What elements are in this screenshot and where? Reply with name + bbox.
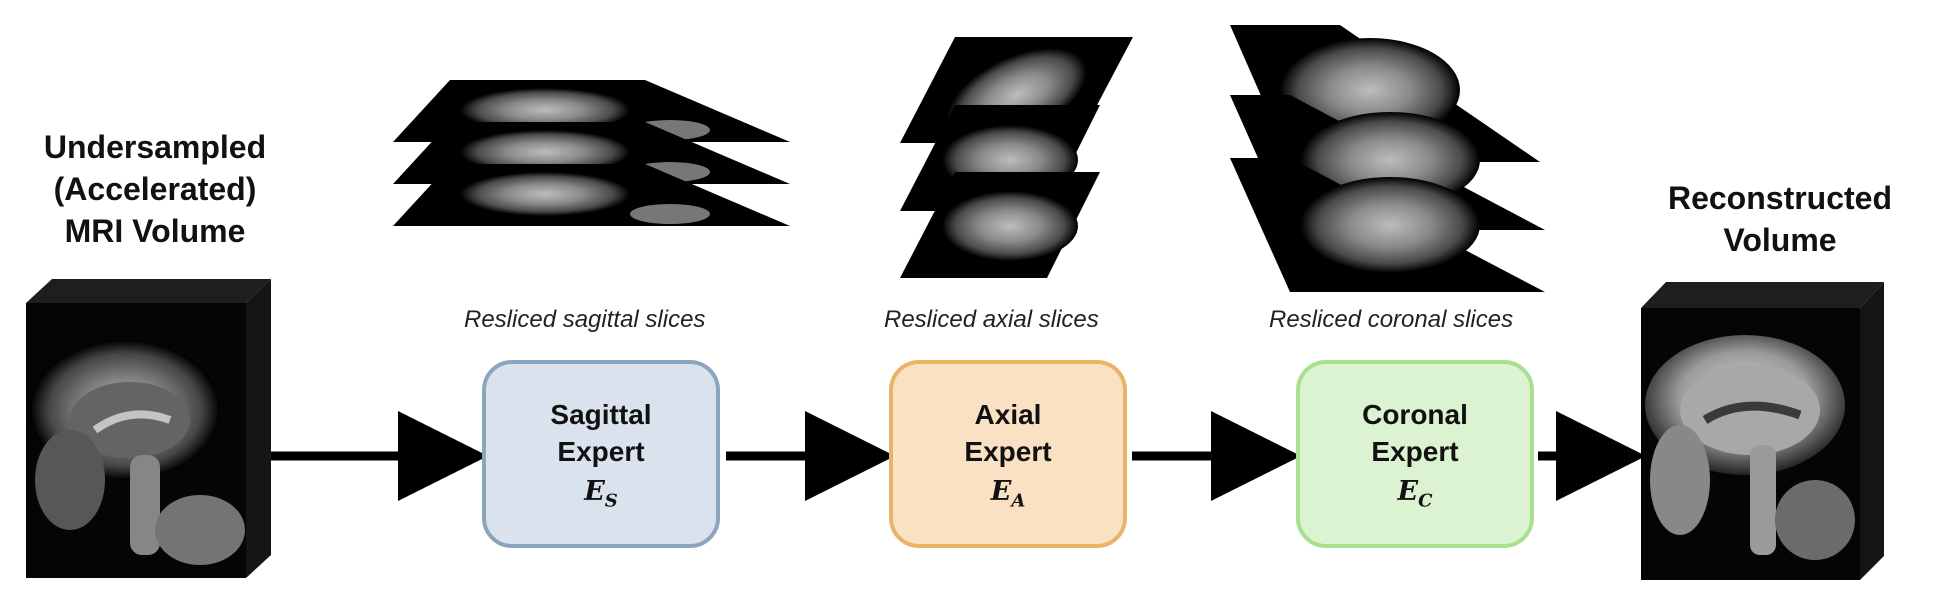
sagittal-caption: Resliced sagittal slices [464, 306, 706, 333]
coronal-expert-box: Coronal Expert EC [1296, 360, 1534, 548]
axial-slice-stack [900, 37, 1133, 278]
input-title: Undersampled (Accelerated) MRI Volume [20, 126, 290, 252]
sagittal-expert-name-line-1: Sagittal [550, 399, 652, 431]
coronal-expert-name-line-1: Coronal [1362, 399, 1468, 431]
sagittal-expert-name-line-2: Expert [557, 436, 645, 468]
coronal-slice-stack [1230, 25, 1545, 292]
output-sagittal-image [1645, 335, 1855, 560]
coronal-expert-name-line-2: Expert [1371, 436, 1459, 468]
sagittal-slice-stack [393, 80, 790, 226]
input-title-line-2: (Accelerated) [53, 171, 257, 207]
input-title-line-1: Undersampled [43, 129, 267, 165]
coronal-expert-symbol: EC [1397, 476, 1433, 512]
axial-expert-box: Axial Expert EA [889, 360, 1127, 548]
output-mri-cube [1641, 282, 1884, 580]
axial-expert-name-line-1: Axial [974, 399, 1042, 431]
sagittal-expert-box: Sagittal Expert ES [482, 360, 720, 548]
input-mri-cube [26, 279, 271, 578]
axial-expert-name-line-2: Expert [964, 436, 1052, 468]
input-title-line-3: MRI Volume [64, 213, 246, 249]
axial-caption: Resliced axial slices [884, 306, 1099, 333]
output-title-line-1: Reconstructed [1667, 180, 1893, 216]
output-title: Reconstructed Volume [1640, 177, 1920, 261]
axial-expert-symbol: EA [990, 476, 1026, 512]
input-sagittal-image [30, 340, 245, 565]
sagittal-expert-symbol: ES [584, 476, 618, 512]
coronal-caption: Resliced coronal slices [1269, 306, 1514, 333]
output-title-line-2: Volume [1723, 222, 1837, 258]
